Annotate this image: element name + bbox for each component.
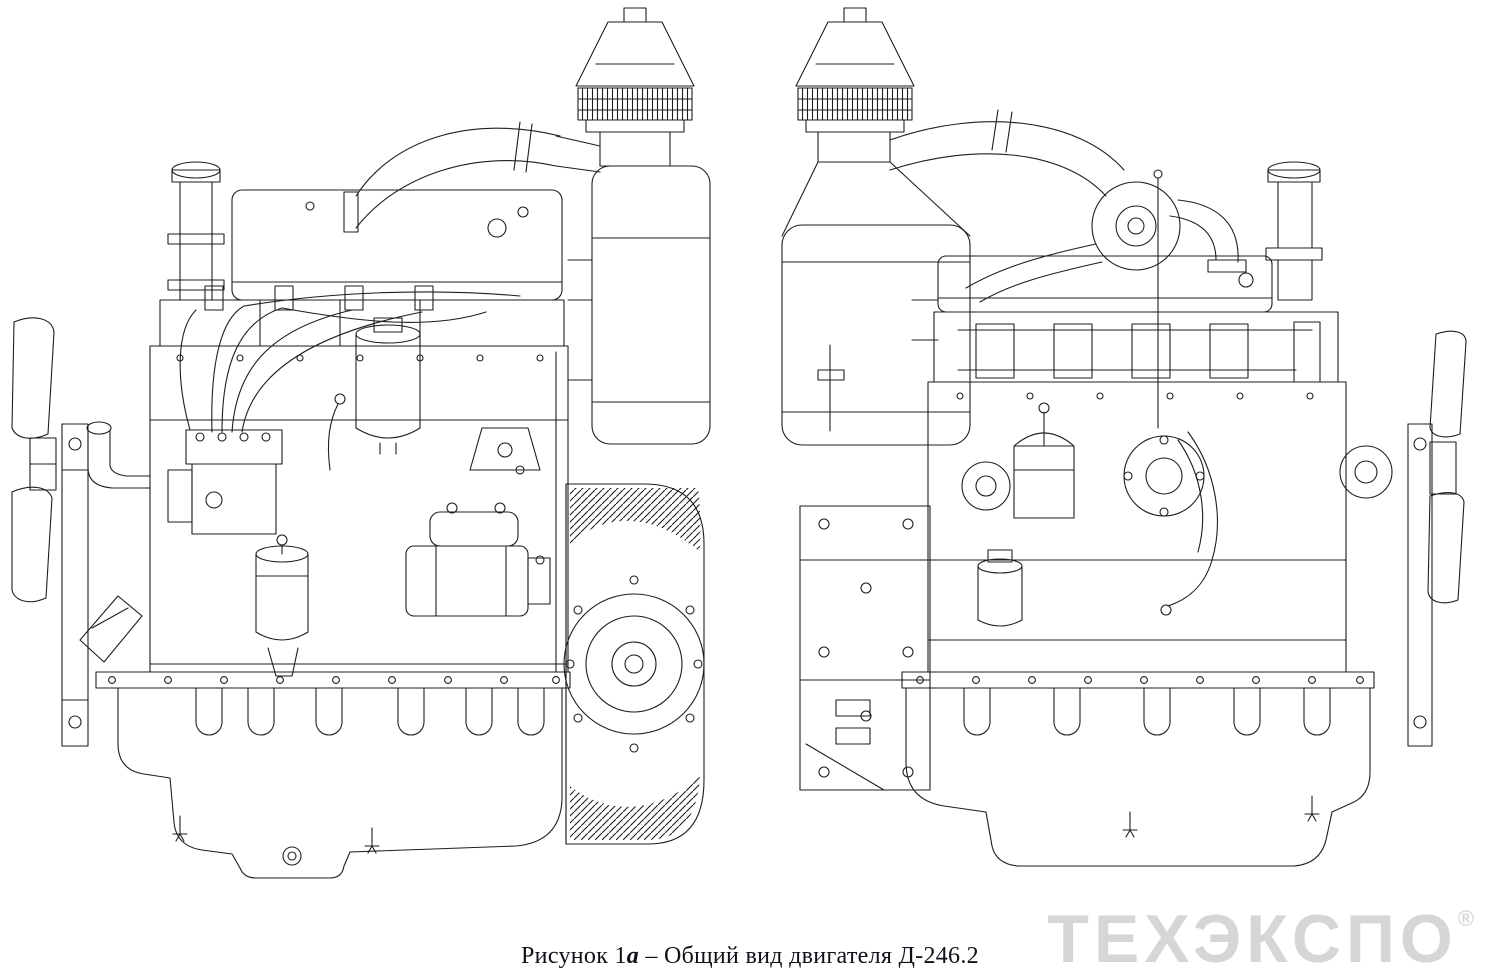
fuel-filter-left: [355, 317, 421, 455]
exhaust-manifold: [957, 321, 1321, 383]
fuel-pipes-right: [1160, 431, 1218, 616]
turbocharger-piping: [889, 109, 1125, 303]
flywheel-housing-left: [563, 483, 705, 845]
water-outlet-pipe-right: [1265, 161, 1323, 301]
watermark-techexpo: ТЕХЭКСПО®: [1047, 900, 1474, 978]
front-support-plate-left: [61, 423, 89, 747]
crank-pulley-right: [1339, 445, 1393, 499]
oil-filter-left: [255, 534, 309, 677]
oil-filter-right: [1123, 435, 1205, 517]
valve-cover-left: [231, 189, 563, 301]
caption-title: – Общий вид двигателя Д-246.2: [639, 943, 979, 969]
registered-trademark-icon: ®: [1457, 906, 1474, 931]
dipstick-left: [327, 393, 346, 471]
sump-studs-right: [963, 687, 1331, 736]
air-cleaner-left: [567, 7, 711, 445]
cylinder-block-right: [817, 344, 1347, 673]
caption-prefix: Рисунок 1: [521, 943, 627, 969]
mounting-plate-right: [799, 505, 931, 791]
mounting-rail-right: [901, 671, 1375, 689]
front-bracket-left: [79, 595, 143, 663]
breather-right: [977, 549, 1023, 627]
intake-hose-left: [343, 121, 601, 233]
lifting-bracket-left: [469, 427, 541, 471]
fan-left-icon: [11, 317, 57, 603]
oil-pan-left: [117, 687, 563, 879]
caption-figure-letter: а: [626, 943, 640, 969]
mounting-rail-left: [95, 671, 571, 689]
engine-right-view: [781, 7, 1467, 867]
sump-studs-left: [195, 687, 545, 736]
cylinder-head-right: [933, 311, 1339, 383]
figure-caption: Рисунок 1а – Общий вид двигателя Д-246.2: [0, 943, 1500, 970]
water-outlet-pipe-left: [167, 161, 225, 301]
fuel-lines-left: [179, 291, 521, 433]
starter-motor-left: [405, 502, 551, 617]
oil-pan-right: [905, 687, 1371, 867]
turbocharger: [1091, 169, 1247, 429]
watermark-text: ТЕХЭКСПО: [1047, 901, 1458, 977]
injection-pump-left: [167, 429, 283, 535]
engine-left-view: [11, 7, 711, 879]
fan-right-icon: [1407, 330, 1467, 747]
air-cleaner-right: [781, 7, 971, 446]
water-elbow-left: [86, 421, 151, 489]
valve-cover-right: [937, 255, 1273, 313]
centrifugal-filter-right: [961, 402, 1075, 519]
